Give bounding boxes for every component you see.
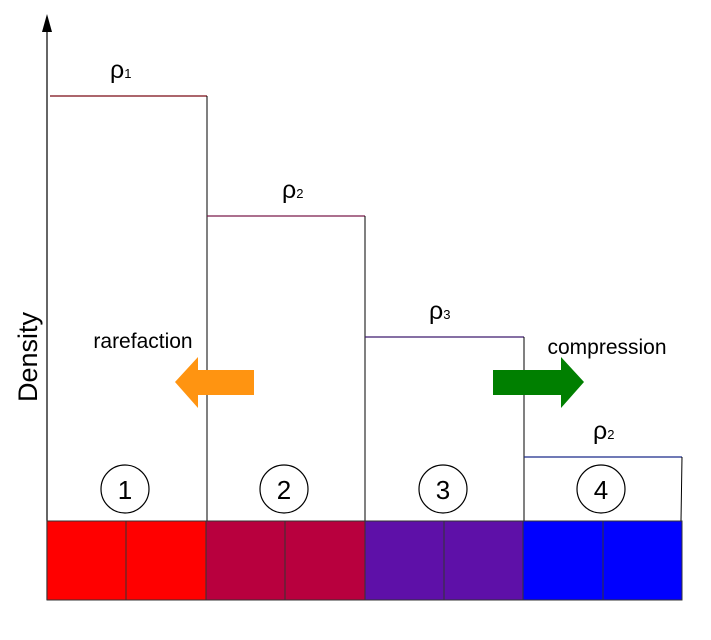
region-number-circle-2	[259, 464, 309, 514]
region-2: ρ2 2	[207, 176, 366, 521]
region-3: ρ3 3	[365, 297, 525, 521]
rho-label-2: ρ2	[282, 176, 303, 204]
cell-3a	[364, 520, 445, 601]
region-edge-right	[680, 456, 683, 522]
cell-4b	[602, 520, 683, 601]
region-4: ρ2 4	[524, 417, 683, 522]
rho-label-3: ρ3	[429, 297, 450, 325]
region-number-circle-1	[100, 464, 150, 514]
compression-label: compression	[547, 336, 666, 359]
cell-1a	[46, 520, 127, 601]
cell-3b	[443, 520, 524, 601]
region-number-1: 1	[118, 475, 132, 505]
region-number-4: 4	[594, 475, 608, 505]
y-axis-label: Density	[13, 311, 43, 402]
y-axis-arrowhead	[42, 14, 52, 32]
cell-4a	[522, 520, 604, 601]
compression-arrow	[493, 357, 584, 408]
region-1: ρ1 1	[50, 56, 208, 521]
rarefaction-label: rarefaction	[93, 330, 192, 353]
cell-2b	[284, 520, 366, 601]
region-number-3: 3	[436, 475, 450, 505]
density-cells	[46, 520, 683, 601]
rarefaction-arrow	[175, 357, 254, 408]
region-number-circle-3	[418, 464, 468, 514]
region-number-circle-4	[576, 464, 626, 514]
cell-1b	[125, 520, 207, 601]
rho-label-1: ρ1	[110, 56, 131, 84]
cell-2a	[205, 520, 286, 601]
region-number-2: 2	[277, 475, 291, 505]
rho-label-4: ρ2	[593, 417, 614, 445]
